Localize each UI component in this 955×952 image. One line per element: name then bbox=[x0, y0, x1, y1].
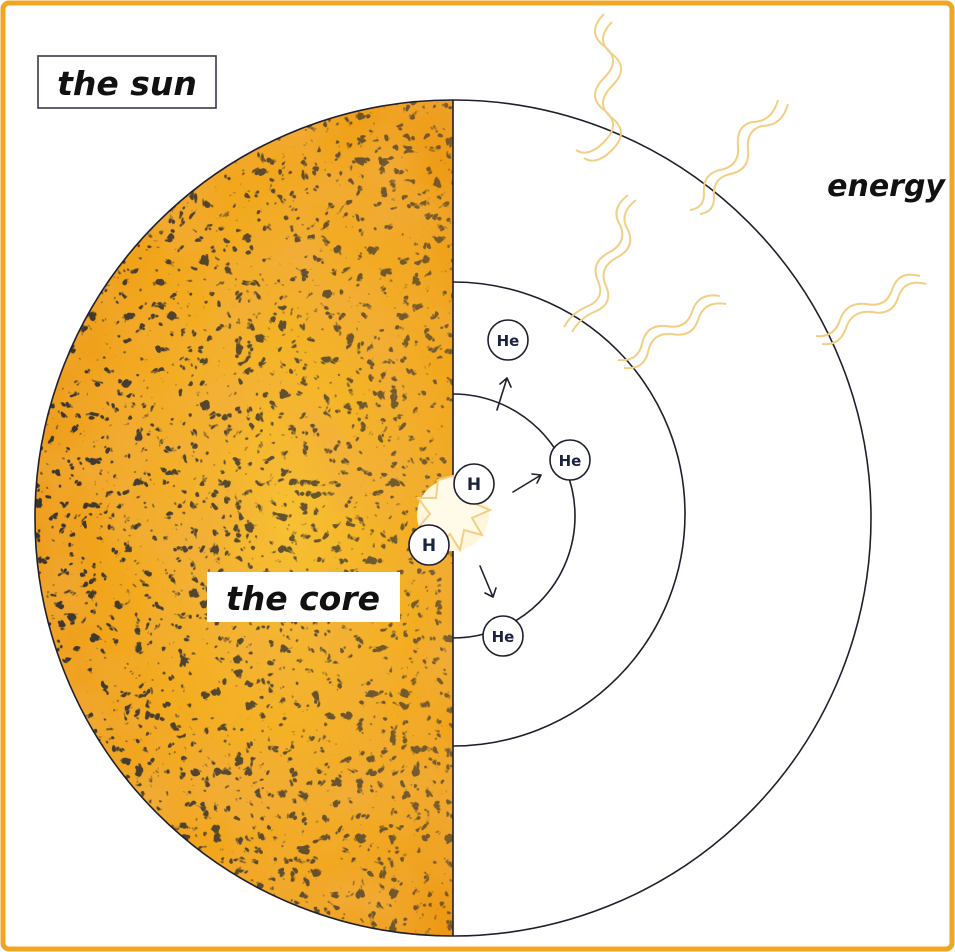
helium-label: He bbox=[492, 628, 515, 646]
energy-label: energy bbox=[827, 169, 946, 204]
sun-surface-half bbox=[35, 100, 453, 936]
hydrogen-circle bbox=[453, 463, 495, 505]
helium-circle bbox=[549, 439, 591, 481]
sun-label: the sun bbox=[57, 64, 197, 103]
particle-he-bottom: He bbox=[482, 615, 524, 657]
helium-label: He bbox=[497, 332, 520, 350]
label-box bbox=[37, 55, 217, 109]
helium-label: He bbox=[559, 452, 582, 470]
hydrogen-label: H bbox=[422, 536, 436, 556]
particle-h-top: H bbox=[453, 463, 495, 505]
hydrogen-label: H bbox=[467, 475, 481, 495]
particle-he-right: He bbox=[549, 439, 591, 481]
reaction-arrows bbox=[479, 377, 542, 598]
particle-h-bottom: H bbox=[408, 524, 450, 566]
hydrogen-circle bbox=[408, 524, 450, 566]
middle-ring bbox=[452, 281, 686, 747]
core-label: the core bbox=[226, 579, 380, 618]
particle-he-top: He bbox=[487, 319, 529, 361]
label-the-core: the core bbox=[207, 572, 400, 622]
energy-waves bbox=[563, 13, 927, 370]
label-box bbox=[207, 572, 400, 622]
helium-circle bbox=[487, 319, 529, 361]
label-the-sun: the sun bbox=[37, 55, 217, 109]
helium-circle bbox=[482, 615, 524, 657]
